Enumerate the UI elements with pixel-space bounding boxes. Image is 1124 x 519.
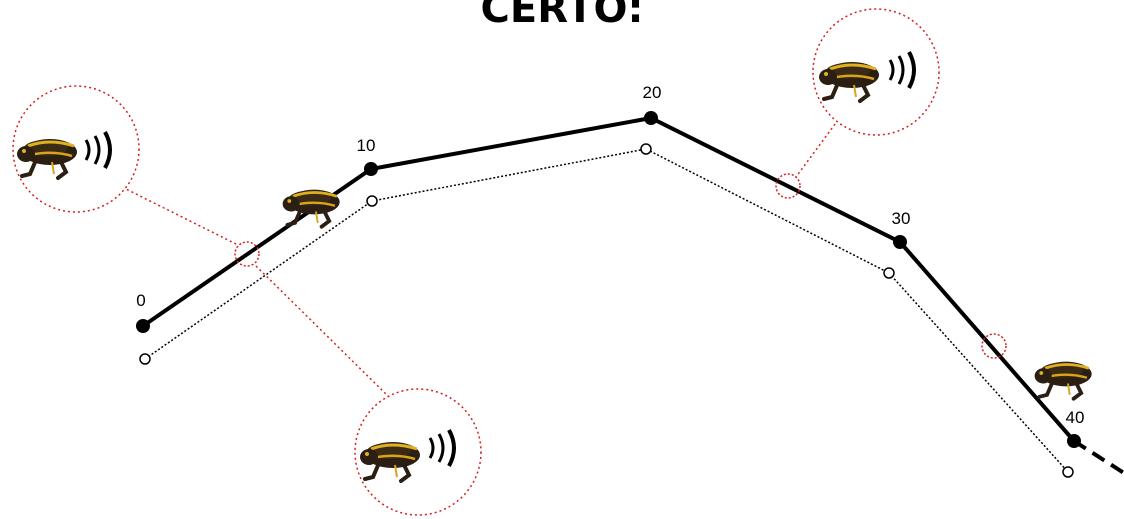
callout-circles bbox=[12, 8, 940, 516]
transect-markers bbox=[136, 111, 1081, 448]
marker-point-40 bbox=[1067, 434, 1081, 448]
marker-label-10: 10 bbox=[357, 136, 376, 155]
frog-on-path-icon bbox=[280, 187, 342, 229]
frog-on-path-icon bbox=[1032, 359, 1094, 401]
marker-point-30 bbox=[893, 235, 907, 249]
marker-label-20: 20 bbox=[643, 83, 662, 102]
callout-connectors bbox=[117, 119, 839, 399]
marker-label-30: 30 bbox=[892, 209, 911, 228]
marker-label-40: 40 bbox=[1066, 408, 1085, 427]
marker-label-0: 0 bbox=[136, 291, 145, 310]
offset-points bbox=[139, 143, 1074, 478]
marker-point-10 bbox=[364, 162, 378, 176]
diagram-title: CERTO: bbox=[481, 0, 644, 32]
sound-source-markers bbox=[234, 173, 1007, 359]
marker-point-20 bbox=[644, 111, 658, 125]
transect-continuation bbox=[1072, 439, 1124, 475]
marker-point-0 bbox=[136, 319, 150, 333]
transect-line bbox=[141, 115, 1076, 443]
offset-transect-line bbox=[144, 148, 1069, 473]
